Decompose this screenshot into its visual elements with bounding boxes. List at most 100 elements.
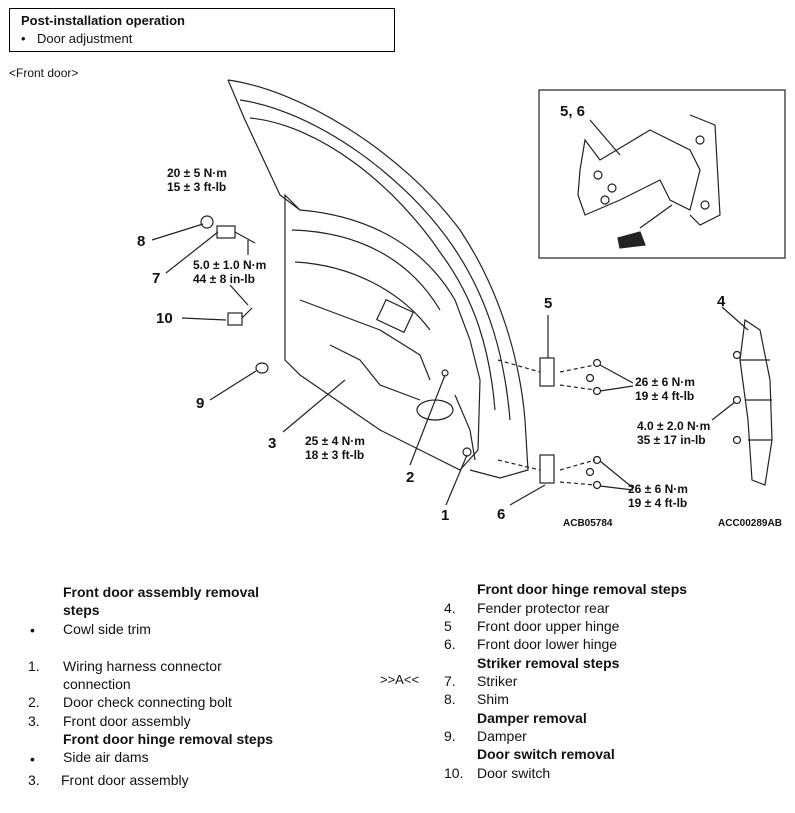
callout-3: 3 [268, 435, 277, 452]
step-number: 6. [444, 636, 456, 652]
torque-leader-line [711, 401, 736, 421]
window-channel [249, 117, 496, 411]
left-heading-1a: Front door assembly removal [63, 584, 260, 600]
callout-1: 1 [441, 507, 450, 524]
step-8: Shim [477, 691, 509, 707]
bolt-icon [592, 386, 602, 396]
callout-2: 2 [406, 469, 415, 486]
door-frame-inner [239, 99, 511, 421]
torque-leader-line [229, 284, 249, 306]
lower-hinge-outline [539, 454, 555, 484]
callout-9: 9 [196, 395, 205, 412]
callout-4: 4 [717, 293, 726, 310]
step-9: Damper [477, 728, 527, 744]
view-label: <Front door> [9, 66, 79, 80]
figure-code-left: ACB05784 [563, 518, 613, 529]
door-frame-outer [227, 79, 529, 479]
bolt-dash-lines [559, 364, 596, 486]
step-number: 1. [28, 658, 40, 674]
step-number: 2. [28, 694, 40, 710]
step-3: Front door assembly [63, 713, 191, 729]
step-side-air-dams: Side air dams [63, 749, 149, 765]
post-installation-title: Post-installation operation [21, 13, 185, 28]
step-number: 9. [444, 728, 456, 744]
step-10: Door switch [477, 765, 551, 781]
fender-protector-outline [739, 318, 773, 486]
inner-edge [454, 394, 476, 461]
hinge-inset-box [538, 89, 786, 259]
pocket-line [329, 344, 421, 401]
step-number: 7. [444, 673, 456, 689]
upper-hinge-outline [539, 357, 555, 387]
inset-hinge-drawing [577, 129, 701, 216]
clip-icon [732, 435, 742, 445]
step-cowl-side-trim: Cowl side trim [63, 621, 151, 637]
bolt-icon [592, 455, 602, 465]
striker-bolt [234, 231, 256, 244]
bolt-icon [592, 480, 602, 490]
callout-6: 6 [497, 506, 506, 523]
step-1-line-1: Wiring harness connector [63, 658, 222, 674]
trim-line-2 [294, 261, 431, 331]
step-6: Front door lower hinge [477, 636, 618, 652]
left-heading-2: Front door hinge removal steps [63, 731, 274, 747]
bolt-icon [585, 373, 595, 383]
left-heading-1b: steps [63, 602, 100, 618]
hinge-dash-lines [497, 359, 541, 471]
bullet-icon: • [30, 751, 35, 767]
door-panel [284, 193, 481, 471]
leader-line-1 [445, 454, 468, 506]
wrench-icon [617, 231, 646, 249]
step-4: Fender protector rear [477, 600, 610, 616]
step-7: Striker [477, 673, 518, 689]
leader-line-6 [509, 484, 546, 506]
clip-icon [732, 350, 742, 360]
step-number: 3. [28, 772, 40, 788]
trim-line-1 [291, 229, 441, 311]
inset-arrow [639, 204, 673, 229]
step-number: 4. [444, 600, 456, 616]
leader-line-9 [209, 370, 257, 401]
callout-7: 7 [152, 270, 161, 287]
callout-8: 8 [137, 233, 146, 250]
step-number: 8. [444, 691, 456, 707]
callout-5-6: 5, 6 [560, 103, 586, 120]
step-number: 5 [444, 618, 452, 634]
post-installation-item-text: Door adjustment [37, 31, 133, 46]
right-heading-1: Front door hinge removal steps [477, 581, 688, 597]
right-heading-2: Striker removal steps [477, 655, 620, 671]
leader-line-3 [282, 379, 346, 433]
note-marker: >>A<< [380, 672, 420, 687]
step-1-line-2: connection [63, 676, 131, 692]
step-3b: Front door assembly [61, 772, 189, 788]
leader-line-10 [181, 317, 227, 321]
callout-5: 5 [544, 295, 553, 312]
harness-connector-icon [462, 447, 472, 457]
speaker-outline [416, 399, 454, 421]
torque-leader-lines [599, 364, 634, 491]
step-number: 10. [444, 765, 464, 781]
shim-icon [200, 215, 214, 229]
striker-outline [216, 225, 236, 239]
bullet-icon: • [21, 31, 26, 46]
door-switch-outline [227, 312, 243, 326]
leader-line-2 [409, 374, 446, 466]
door-switch-screw [241, 307, 253, 319]
figure-code-right: ACC00289AB [718, 518, 782, 529]
step-5: Front door upper hinge [477, 618, 620, 634]
bolt-icon [592, 358, 602, 368]
door-diagram [151, 79, 786, 506]
bolt-icon [585, 467, 595, 477]
check-bolt-icon [441, 369, 449, 377]
fender-ribs [740, 359, 772, 441]
damper-icon [255, 362, 269, 374]
clip-icon [732, 395, 742, 405]
bullet-icon: • [30, 622, 35, 638]
door-frame-front [227, 79, 301, 211]
